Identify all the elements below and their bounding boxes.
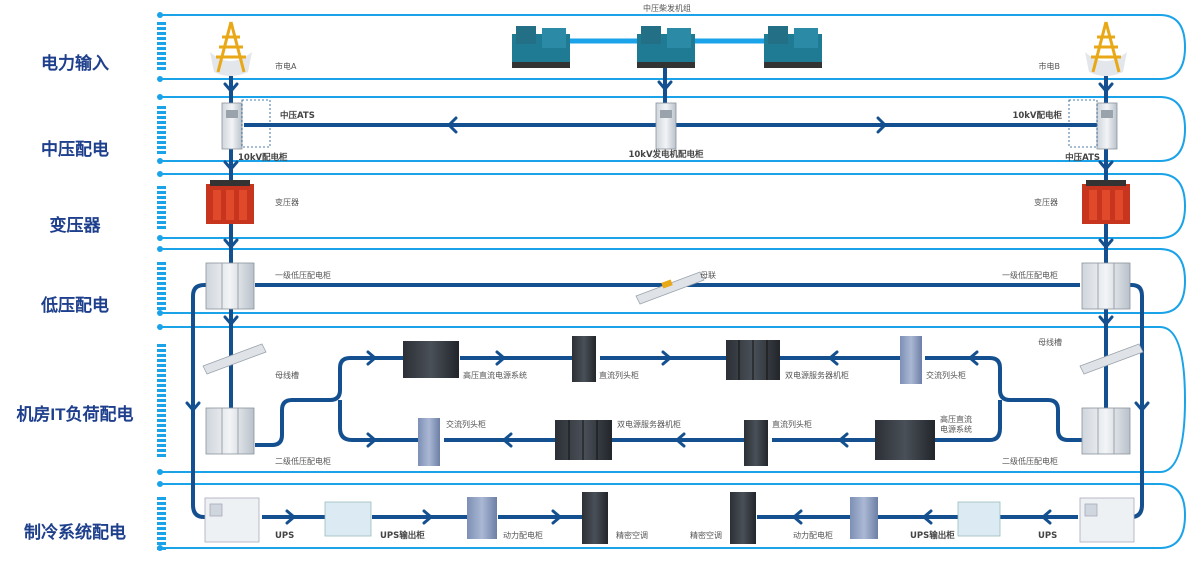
ac-head-top-label: 交流列头柜 (926, 370, 966, 380)
power-cabinet-icon (467, 497, 878, 539)
lv-cab2-left-label: 二级低压配电柜 (275, 456, 331, 466)
busway-right-label: 母线槽 (1038, 337, 1062, 347)
bus-tie-label: 母联 (700, 271, 716, 280)
transformer-left-label: 变压器 (275, 197, 299, 207)
lv-cab2-right-label: 二级低压配电柜 (1002, 456, 1058, 466)
ac-head-bottom-label: 交流列头柜 (446, 419, 486, 429)
lv-cab1-left-label: 一级低压配电柜 (275, 270, 331, 280)
mv-cabinet-icon (221, 102, 1118, 150)
hvdc-top-label: 高压直流电源系统 (463, 370, 527, 380)
ups-out-right-label: UPS输出柜 (910, 530, 955, 541)
precision-ac-right-label: 精密空调 (690, 530, 722, 540)
power-cab-right-label: 动力配电柜 (793, 530, 833, 540)
precision-ac-icon (582, 492, 756, 544)
ups-left-label: UPS (275, 531, 294, 541)
layer-label-lv-distribution: 低压配电 (41, 296, 109, 315)
lv-cabinet-icon (205, 407, 1131, 455)
generator-group-label: 中压柴发机组 (643, 3, 691, 13)
ups-icon (204, 497, 1135, 543)
power-tower-icon (1085, 21, 1127, 76)
layer-label-it-load: 机房IT负荷配电 (16, 405, 134, 424)
hvdc-bottom-label-1: 高压直流 (940, 414, 972, 424)
power-tower-icon (210, 21, 252, 76)
layer-label-cooling: 制冷系统配电 (24, 523, 126, 542)
layer-ticks (157, 22, 166, 72)
ac-head-cabinet-icon (418, 336, 922, 466)
dual-server-bottom-label: 双电源服务器机柜 (617, 419, 681, 429)
ups-out-left-label: UPS输出柜 (380, 530, 425, 541)
layer-frames (160, 14, 1187, 549)
mv-ats-left-label: 中压ATS (280, 110, 315, 121)
ups-right-label: UPS (1038, 531, 1057, 541)
layer-label-transformer: 变压器 (49, 216, 101, 235)
cab-10kv-left-label: 10kV配电柜 (238, 152, 288, 163)
power-cab-left-label: 动力配电柜 (503, 530, 543, 540)
dc-head-top-label: 直流列头柜 (599, 370, 639, 380)
layer-label-power-input: 电力输入 (41, 54, 109, 73)
server-rack-icon (555, 340, 780, 460)
busway-left-label: 母线槽 (275, 370, 299, 380)
layer-ticks (157, 344, 166, 459)
generator-icon (512, 26, 570, 68)
mv-ats-right-label: 中压ATS (1065, 152, 1100, 163)
hvdc-system-icon (403, 341, 935, 460)
lv-cab1-right-label: 一级低压配电柜 (1002, 270, 1058, 280)
cab-10kv-right-label: 10kV配电柜 (1012, 110, 1062, 121)
utility-b-label: 市电B (1039, 61, 1061, 71)
dc-head-cabinet-icon (572, 336, 768, 466)
utility-a-label: 市电A (275, 61, 297, 71)
hvdc-bottom-label-2: 电源系统 (940, 424, 972, 434)
layer-ticks (157, 186, 166, 231)
frame-dots (157, 12, 163, 551)
busway-icon (635, 271, 705, 305)
dual-server-top-label: 双电源服务器机柜 (785, 370, 849, 380)
lv-cabinet-icon (205, 262, 1131, 310)
layer-ticks (157, 106, 166, 156)
dc-head-bottom-label: 直流列头柜 (772, 419, 812, 429)
generator-icon (637, 26, 695, 68)
ups-output-cabinet-icon (324, 501, 1001, 537)
transformer-icon (206, 180, 1130, 224)
flow-arrows (185, 80, 1150, 525)
precision-ac-left-label: 精密空调 (616, 530, 648, 540)
busway-icon (202, 343, 1144, 375)
ats-boundary (241, 99, 1098, 148)
transformer-right-label: 变压器 (1034, 197, 1058, 207)
layer-ticks (157, 262, 166, 312)
layer-label-mv-distribution: 中压配电 (41, 140, 109, 159)
layer-ticks (157, 497, 166, 552)
generator-icon (764, 26, 822, 68)
gen-cab-10kv-label: 10kV发电机配电柜 (628, 149, 704, 160)
